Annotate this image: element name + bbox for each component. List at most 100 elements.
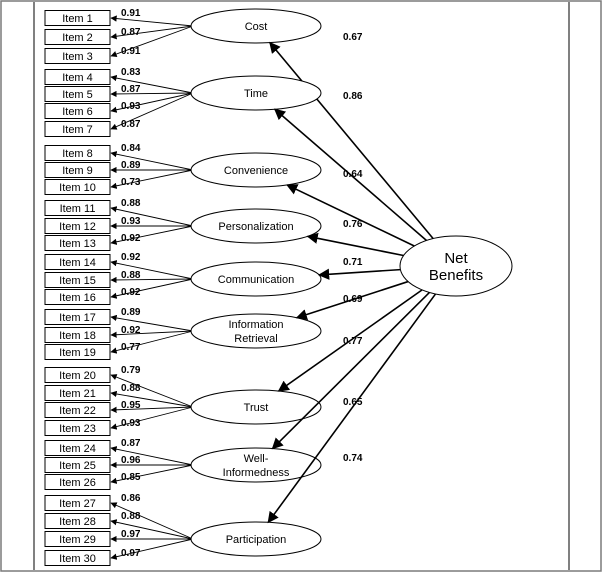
factor-label: Informedness — [223, 467, 290, 479]
item-box — [44, 218, 111, 234]
loading-value: 0.77 — [121, 342, 141, 353]
factor-label: Convenience — [224, 165, 288, 177]
loading-value: 0.88 — [121, 383, 141, 394]
loading-arrow — [110, 276, 194, 284]
factor-ellipse-cost — [190, 8, 322, 44]
loading-arrow — [110, 260, 194, 280]
path-coefficient: 0.76 — [343, 219, 363, 230]
loading-arrow — [110, 446, 194, 466]
item-box — [44, 513, 111, 529]
factor-ellipse-well-informedness — [190, 447, 322, 483]
loading-value: 0.87 — [121, 438, 141, 449]
loading-value: 0.88 — [121, 198, 141, 209]
path-coefficient: 0.86 — [343, 91, 363, 102]
item-box — [44, 10, 111, 26]
factor-label: Personalization — [218, 221, 293, 233]
path-coefficient: 0.65 — [343, 397, 363, 408]
loading-value: 0.83 — [121, 67, 141, 78]
loading-value: 0.96 — [121, 455, 141, 466]
root-ellipse — [399, 235, 513, 297]
factor-label: Cost — [245, 21, 268, 33]
item-label: Item 8 — [62, 148, 93, 160]
path-coefficient: 0.69 — [343, 294, 363, 305]
item-label: Item 30 — [59, 553, 96, 565]
loading-value: 0.89 — [121, 307, 141, 318]
loading-value: 0.87 — [121, 27, 141, 38]
loading-value: 0.93 — [121, 216, 141, 227]
path-arrow — [273, 108, 428, 242]
item-label: Item 14 — [59, 257, 96, 269]
loading-arrow — [110, 314, 194, 332]
path-arrow — [269, 41, 434, 240]
loading-value: 0.88 — [121, 270, 141, 281]
path-arrow — [277, 289, 423, 392]
loading-arrow — [110, 330, 194, 338]
path-arrow — [295, 280, 409, 320]
factor-label: Retrieval — [234, 333, 277, 345]
item-label: Item 25 — [59, 460, 96, 472]
item-box — [44, 550, 111, 566]
factor-label: Communication — [218, 274, 294, 286]
loading-value: 0.97 — [121, 548, 141, 559]
item-box — [44, 327, 111, 343]
item-box — [44, 29, 111, 45]
item-label: Item 20 — [59, 370, 96, 382]
item-label: Item 23 — [59, 423, 96, 435]
loading-value: 0.87 — [121, 119, 141, 130]
loading-value: 0.95 — [121, 400, 141, 411]
item-box — [44, 440, 111, 456]
item-label: Item 5 — [62, 89, 93, 101]
loading-value: 0.91 — [121, 8, 141, 19]
item-box — [44, 474, 111, 490]
loading-value: 0.91 — [121, 46, 141, 57]
loading-arrow — [110, 464, 194, 484]
factor-ellipse-trust — [190, 389, 322, 425]
loading-arrow — [110, 151, 194, 171]
item-label: Item 1 — [62, 13, 93, 25]
item-box — [44, 235, 111, 251]
loading-value: 0.86 — [121, 493, 141, 504]
loading-value: 0.93 — [121, 101, 141, 112]
item-box — [44, 162, 111, 178]
item-label: Item 7 — [62, 124, 93, 136]
item-box — [44, 367, 111, 383]
item-label: Item 6 — [62, 106, 93, 118]
path-coefficient: 0.74 — [343, 453, 363, 464]
path-arrow — [267, 293, 437, 524]
loading-arrow — [110, 374, 194, 408]
loading-value: 0.88 — [121, 511, 141, 522]
path-arrow — [317, 268, 401, 280]
item-label: Item 17 — [59, 312, 96, 324]
item-box — [44, 121, 111, 137]
item-box — [44, 457, 111, 473]
path-arrow — [271, 291, 431, 450]
loading-value: 0.73 — [121, 177, 141, 188]
loading-arrow — [110, 538, 194, 560]
loading-arrow — [110, 169, 194, 189]
item-box — [44, 48, 111, 64]
loading-arrow — [110, 92, 194, 130]
loading-arrow — [110, 502, 194, 540]
loading-value: 0.93 — [121, 418, 141, 429]
item-label: Item 10 — [59, 182, 96, 194]
item-label: Item 29 — [59, 534, 96, 546]
loading-arrow — [110, 390, 194, 408]
loading-arrow — [110, 74, 194, 94]
item-box — [44, 200, 111, 216]
item-box — [44, 86, 111, 102]
factor-label: Information — [228, 319, 283, 331]
item-label: Item 13 — [59, 238, 96, 250]
item-label: Item 21 — [59, 388, 96, 400]
item-box — [44, 385, 111, 401]
item-box — [44, 103, 111, 119]
item-box — [44, 495, 111, 511]
